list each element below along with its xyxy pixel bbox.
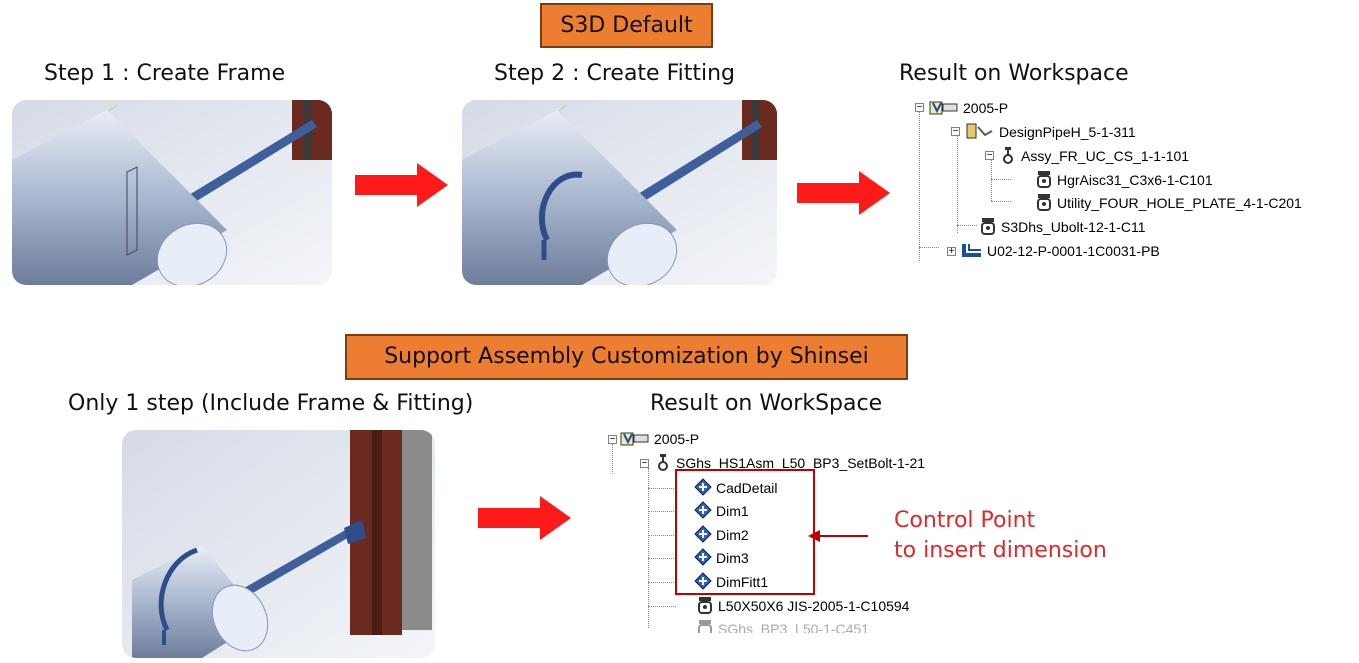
expand-toggle-u02[interactable]: + <box>947 246 956 257</box>
control-point-highlight-box <box>675 469 815 595</box>
assembly-icon <box>999 146 1017 169</box>
part-icon <box>696 619 714 633</box>
tree-node-l50x50x6[interactable]: L50X50X6 JIS-2005-1-C10594 <box>696 596 909 616</box>
bottom-workspace-tree: − 2005-P − SGhs_HS1Asm_L50_BP3_SetBolt-1… <box>600 428 1000 633</box>
step2-caption: Step 2 : Create Fitting <box>494 61 736 86</box>
step2-fitting-render <box>462 100 777 285</box>
tree-node-hgraisc31[interactable]: HgrAisc31_C3x6-1-C101 <box>1035 170 1213 190</box>
tree-node-u02[interactable]: U02-12-P-0001-1C0031-PB <box>961 241 1160 261</box>
tree-node-2005-p-bottom[interactable]: 2005-P <box>620 429 699 449</box>
top-workspace-tree: − 2005-P − DesignPipeH_5-1-311 − Assy_FR… <box>905 95 1355 275</box>
shinsei-assembly-render <box>122 430 435 658</box>
part-icon <box>979 217 997 240</box>
part-icon <box>696 596 714 619</box>
tree-node-utility-plate[interactable]: Utility_FOUR_HOLE_PLATE_4-1-C201 <box>1035 193 1302 213</box>
tree-node-dim1[interactable]: Dim1 <box>694 501 749 521</box>
pipe-run-icon <box>929 99 959 120</box>
tree-node-designpipe[interactable]: DesignPipeH_5-1-311 <box>965 122 1136 142</box>
control-point-icon <box>694 548 712 571</box>
tree-node-dim3[interactable]: Dim3 <box>694 548 749 568</box>
step1-caption: Step 1 : Create Frame <box>44 61 286 86</box>
top-arrow-1 <box>355 163 448 207</box>
collapse-toggle-designpipe[interactable]: − <box>951 126 960 137</box>
control-point-icon <box>694 478 712 501</box>
top-arrow-2 <box>797 171 890 215</box>
collapse-toggle-assy[interactable]: − <box>985 150 994 161</box>
collapse-toggle-2005-p-bottom[interactable]: − <box>608 434 617 445</box>
shinsei-banner: Support Assembly Customization by Shinse… <box>345 334 908 380</box>
design-support-icon <box>965 123 995 144</box>
annotation-arrow <box>808 530 868 542</box>
tree-node-assy[interactable]: Assy_FR_UC_CS_1-1-101 <box>999 146 1189 166</box>
step1-frame-render <box>12 100 332 285</box>
tree-node-dimfitt1[interactable]: DimFitt1 <box>694 572 768 592</box>
control-point-icon <box>694 572 712 595</box>
pipe-run-icon <box>620 430 650 451</box>
control-point-icon <box>694 525 712 548</box>
tree-node-sghs-bp3[interactable]: SGhs_BP3_L50-1-C451 <box>696 619 869 633</box>
collapse-toggle-sghs[interactable]: − <box>640 458 649 469</box>
bottom-arrow <box>478 496 571 540</box>
top-result-caption: Result on Workspace <box>899 61 1129 86</box>
part-icon <box>1035 170 1053 193</box>
control-point-annotation-line2: to insert dimension <box>894 538 1107 563</box>
control-point-annotation-line1: Control Point <box>894 508 1036 533</box>
tree-node-caddetail[interactable]: CadDetail <box>694 478 777 498</box>
tree-node-ubolt[interactable]: S3Dhs_Ubolt-12-1-C11 <box>979 217 1145 237</box>
only-one-step-caption: Only 1 step (Include Frame & Fitting) <box>68 391 474 416</box>
tree-node-sghs-asm[interactable]: SGhs_HS1Asm_L50_BP3_SetBolt-1-21 <box>654 453 925 473</box>
control-point-icon <box>694 501 712 524</box>
bottom-result-caption: Result on WorkSpace <box>650 391 883 416</box>
pipe-run-icon <box>961 242 983 263</box>
assembly-icon <box>654 453 672 476</box>
tree-node-2005-p[interactable]: 2005-P <box>929 98 1008 118</box>
collapse-toggle-2005-p[interactable]: − <box>915 102 924 113</box>
tree-node-dim2[interactable]: Dim2 <box>694 525 749 545</box>
s3d-default-banner: S3D Default <box>540 3 713 48</box>
part-icon <box>1035 193 1053 216</box>
